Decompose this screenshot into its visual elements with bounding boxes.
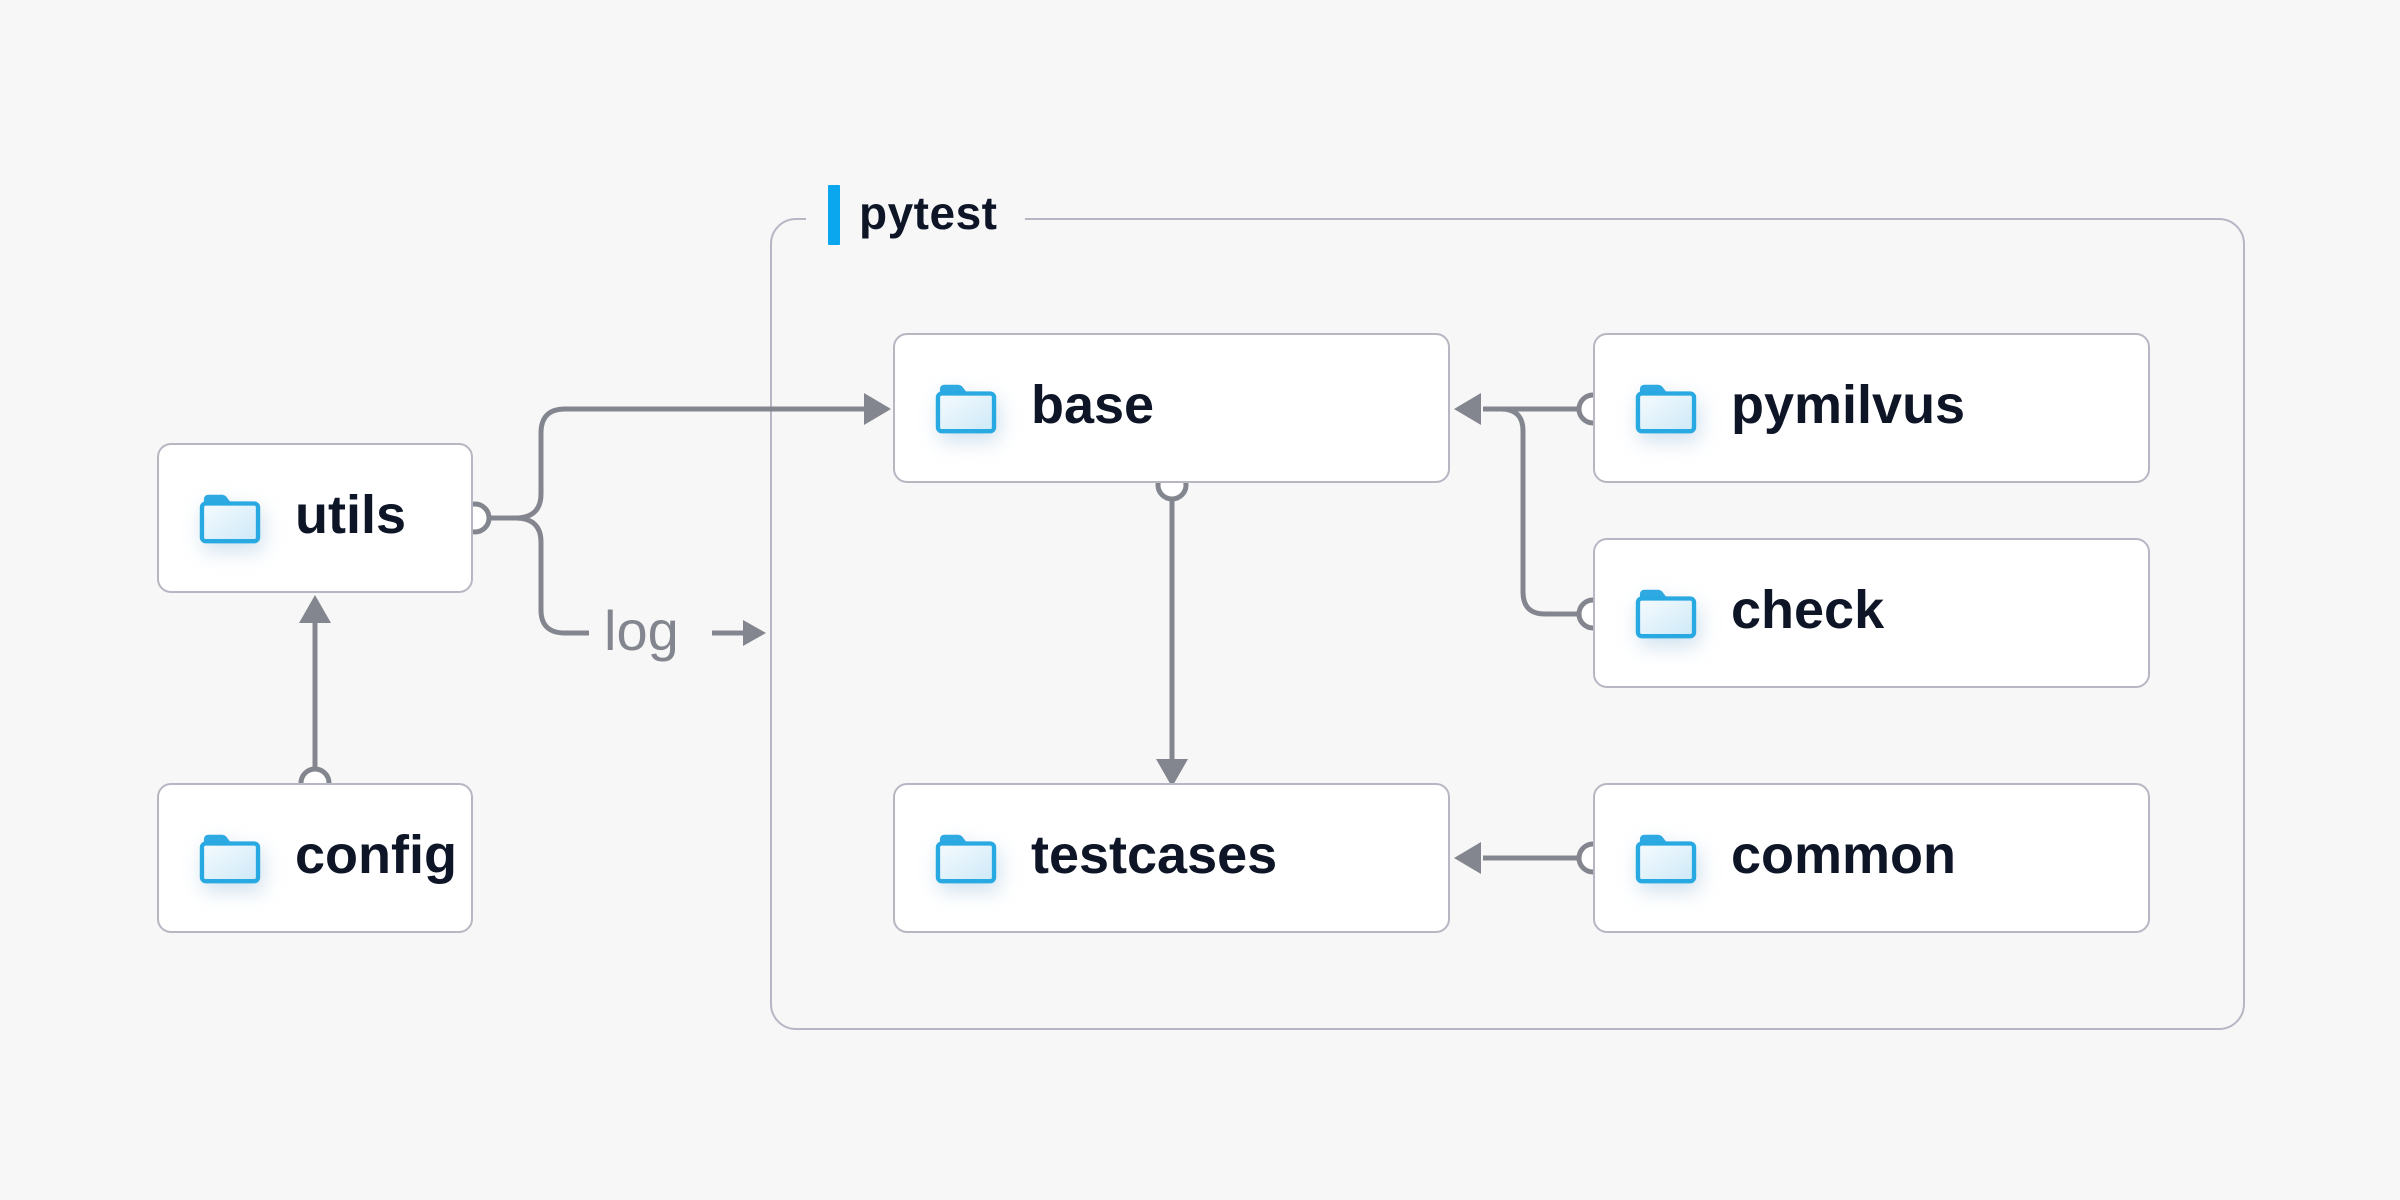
- node-common: common: [1593, 783, 2150, 933]
- folder-icon: [199, 834, 261, 884]
- folder-icon: [1635, 384, 1697, 434]
- node-label: utils: [295, 485, 407, 545]
- node-utils: utils: [157, 443, 473, 593]
- folder-icon: [935, 834, 997, 884]
- arrowhead-into-base-right: [1454, 393, 1481, 425]
- edge-label-log: log: [604, 599, 679, 662]
- node-label: base: [1031, 375, 1155, 435]
- arrowhead-into-testcases-right: [1454, 842, 1481, 874]
- node-testcases: testcases: [893, 783, 1450, 933]
- folder-icon: [1635, 834, 1697, 884]
- node-check: check: [1593, 538, 2150, 688]
- folder-icon: [1635, 589, 1697, 639]
- pytest-group-box: [770, 218, 2245, 1030]
- arrowhead-into-utils: [299, 595, 331, 623]
- edge-check-base: [1500, 406, 1579, 617]
- node-pymilvus: pymilvus: [1593, 333, 2150, 483]
- arrowhead-log: [743, 620, 766, 646]
- node-label: pymilvus: [1731, 375, 1966, 435]
- edge-utils-log: [516, 515, 589, 636]
- node-label: check: [1731, 580, 1885, 640]
- accent-bar-icon: [828, 185, 840, 245]
- node-config: config: [157, 783, 473, 933]
- node-label: common: [1731, 825, 1957, 885]
- folder-icon: [935, 384, 997, 434]
- pytest-group-label: pytest: [806, 183, 1026, 247]
- edge-utils-base: [516, 406, 866, 521]
- node-label: testcases: [1031, 825, 1278, 885]
- arrowhead-into-base-left: [864, 393, 891, 425]
- node-base: base: [893, 333, 1450, 483]
- arrowhead-into-testcases-top: [1156, 759, 1188, 787]
- node-label: config: [295, 825, 457, 885]
- folder-icon: [199, 494, 261, 544]
- group-title: pytest: [859, 187, 998, 239]
